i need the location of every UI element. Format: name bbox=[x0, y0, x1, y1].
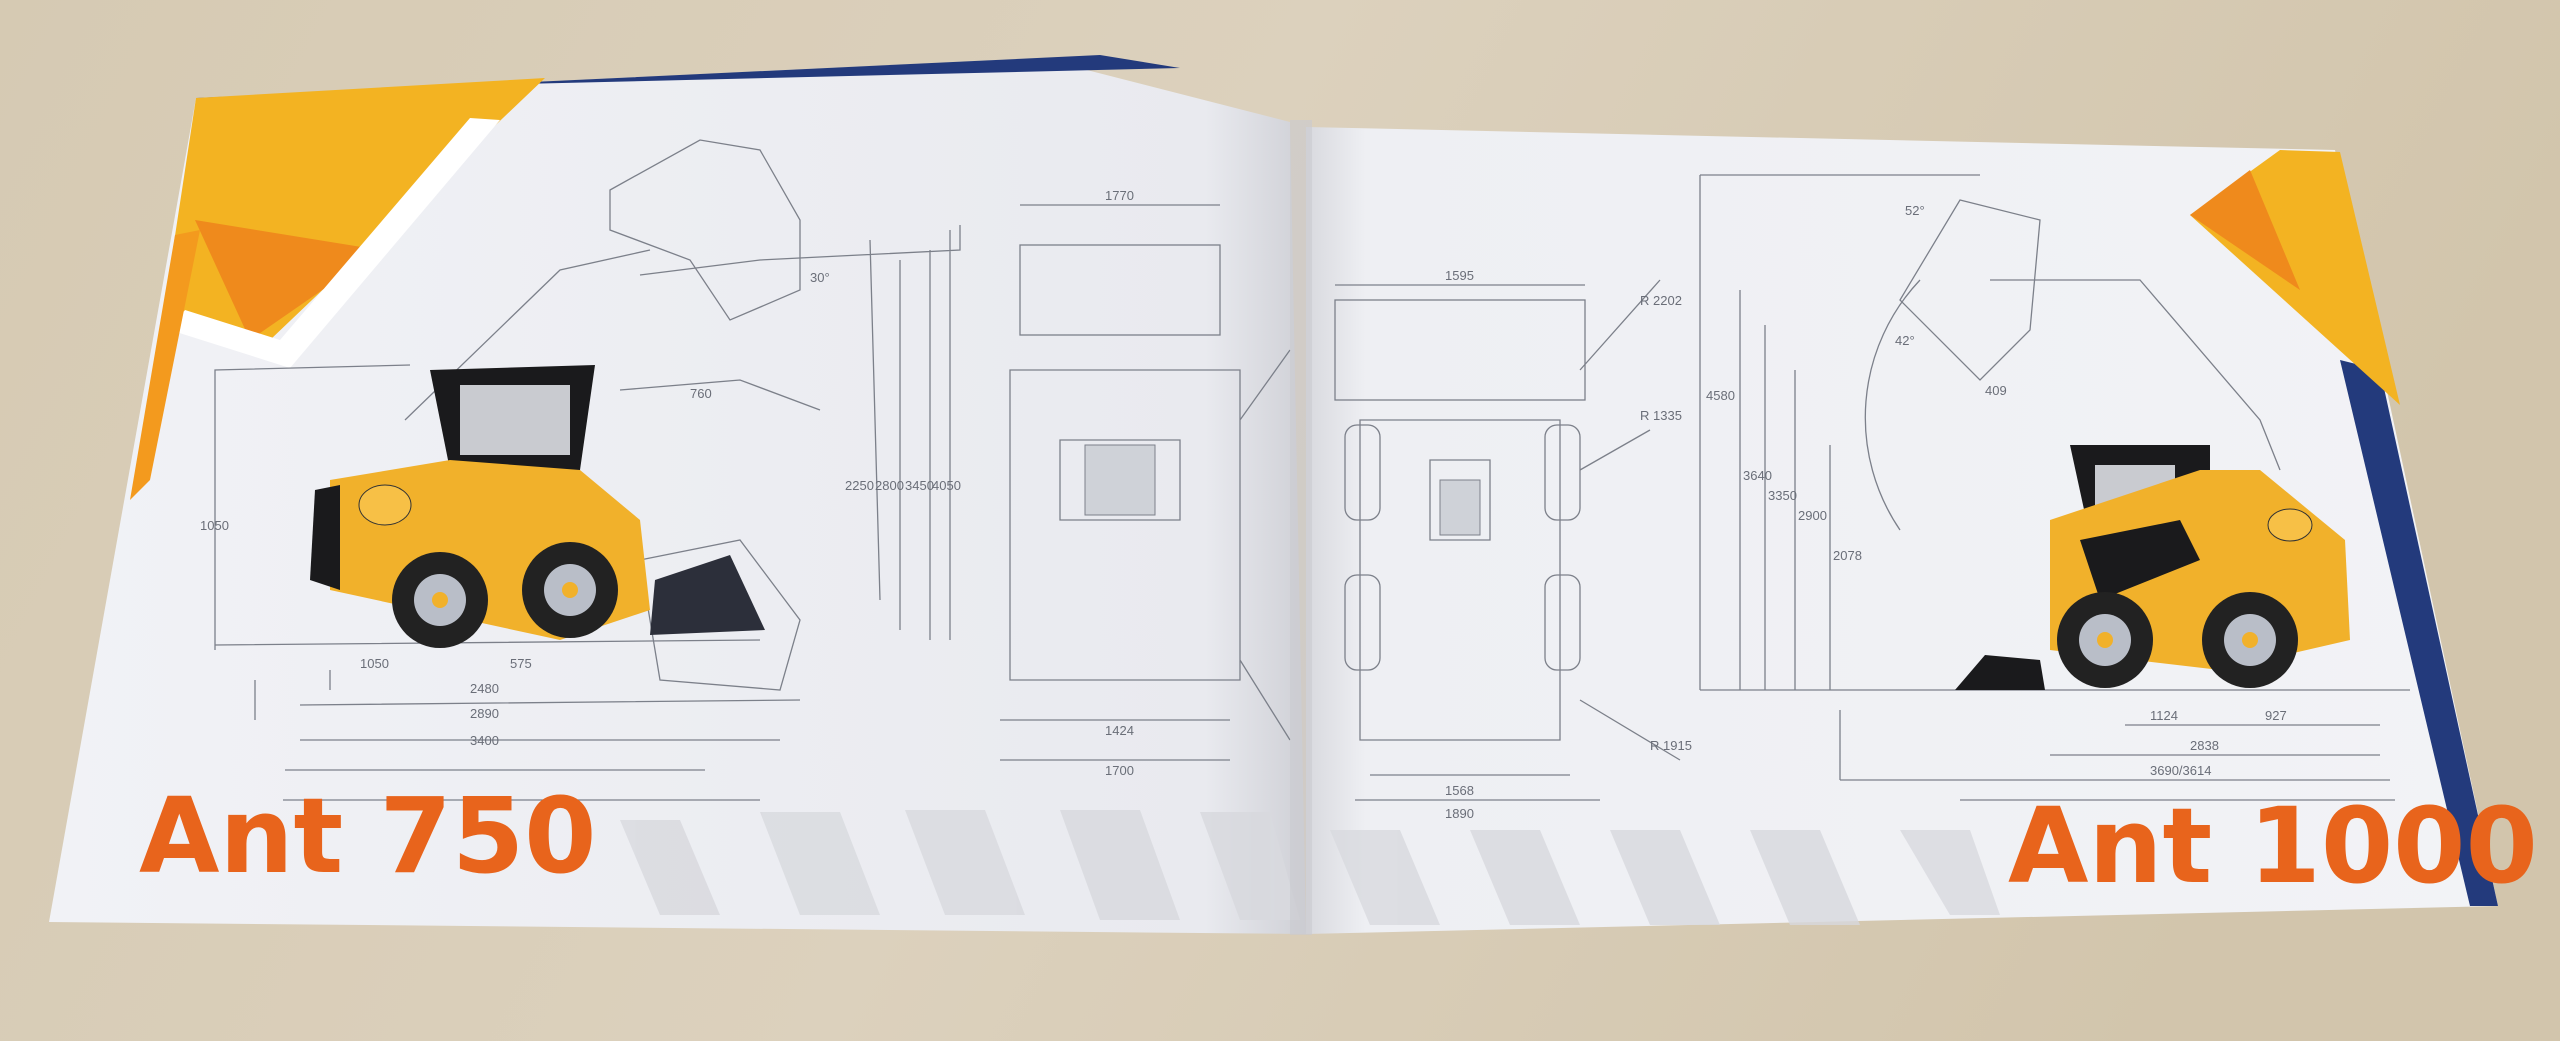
dim-label: 927 bbox=[2265, 708, 2287, 723]
dim-label: 3450 bbox=[905, 478, 934, 493]
dim-label: 2250 bbox=[845, 478, 874, 493]
dim-label: R 1915 bbox=[1650, 738, 1692, 753]
brand-logo-ant bbox=[358, 484, 412, 526]
spine-shadow bbox=[1290, 120, 1312, 935]
front-view-drawing-ant750 bbox=[1000, 204, 1291, 761]
dim-label: 52° bbox=[1905, 203, 1925, 218]
dim-label: 1595 bbox=[1445, 268, 1474, 283]
dim-label: 575 bbox=[510, 656, 532, 671]
dim-label: 2078 bbox=[1833, 548, 1862, 563]
dim-label: 1424 bbox=[1105, 723, 1134, 738]
dim-label: 4050 bbox=[932, 478, 961, 493]
dim-label: 1890 bbox=[1445, 806, 1474, 821]
skid-steer-illustration-ant750 bbox=[310, 365, 765, 648]
dimension-labels-ant750: 1050 1050 575 2480 2890 3400 760 30° 225… bbox=[200, 188, 1134, 778]
dim-label: 409 bbox=[1985, 383, 2007, 398]
brand-logo-ant bbox=[2267, 508, 2313, 542]
dim-label: 1050 bbox=[200, 518, 229, 533]
side-view-drawing-ant1000 bbox=[1699, 174, 2410, 801]
dim-label: 1770 bbox=[1105, 188, 1134, 203]
dimension-labels-ant1000: 1595 1568 1890 R 2202 R 1335 R 1915 4580… bbox=[1445, 203, 2287, 821]
dim-label: 30° bbox=[810, 270, 830, 285]
left-page: 1050 1050 575 2480 2890 3400 760 30° 225… bbox=[49, 55, 1306, 934]
dim-label: 2900 bbox=[1798, 508, 1827, 523]
side-view-drawing-ant750 bbox=[214, 139, 961, 801]
orange-corner-shape bbox=[195, 220, 380, 340]
dim-label: R 1335 bbox=[1640, 408, 1682, 423]
navy-edge-band bbox=[2340, 360, 2498, 906]
dim-label: 42° bbox=[1895, 333, 1915, 348]
dim-label: 3640 bbox=[1743, 468, 1772, 483]
dim-label: 3400 bbox=[470, 733, 499, 748]
dim-label: 1124 bbox=[2150, 708, 2178, 723]
dim-label: 2480 bbox=[470, 681, 499, 696]
model-title-ant750: Ant 750 bbox=[139, 775, 597, 897]
skid-steer-illustration-ant1000 bbox=[1955, 445, 2350, 690]
right-page: 1595 1568 1890 R 2202 R 1335 R 1915 4580… bbox=[1306, 127, 2538, 934]
dim-label: 1050 bbox=[360, 656, 389, 671]
dim-label: 1700 bbox=[1105, 763, 1134, 778]
dim-label: 4580 bbox=[1706, 388, 1735, 403]
dim-label: 2800 bbox=[875, 478, 904, 493]
dim-label: 3690/3614 bbox=[2150, 763, 2211, 778]
dim-label: R 2202 bbox=[1640, 293, 1682, 308]
model-title-ant1000: Ant 1000 bbox=[2008, 785, 2538, 907]
dim-label: 1568 bbox=[1445, 783, 1474, 798]
dim-label: 2890 bbox=[470, 706, 499, 721]
front-view-drawing-ant1000 bbox=[1334, 279, 1681, 801]
dim-label: 760 bbox=[690, 386, 712, 401]
orange-corner-shape bbox=[2190, 170, 2300, 290]
dim-label: 3350 bbox=[1768, 488, 1797, 503]
dim-label: 2838 bbox=[2190, 738, 2219, 753]
